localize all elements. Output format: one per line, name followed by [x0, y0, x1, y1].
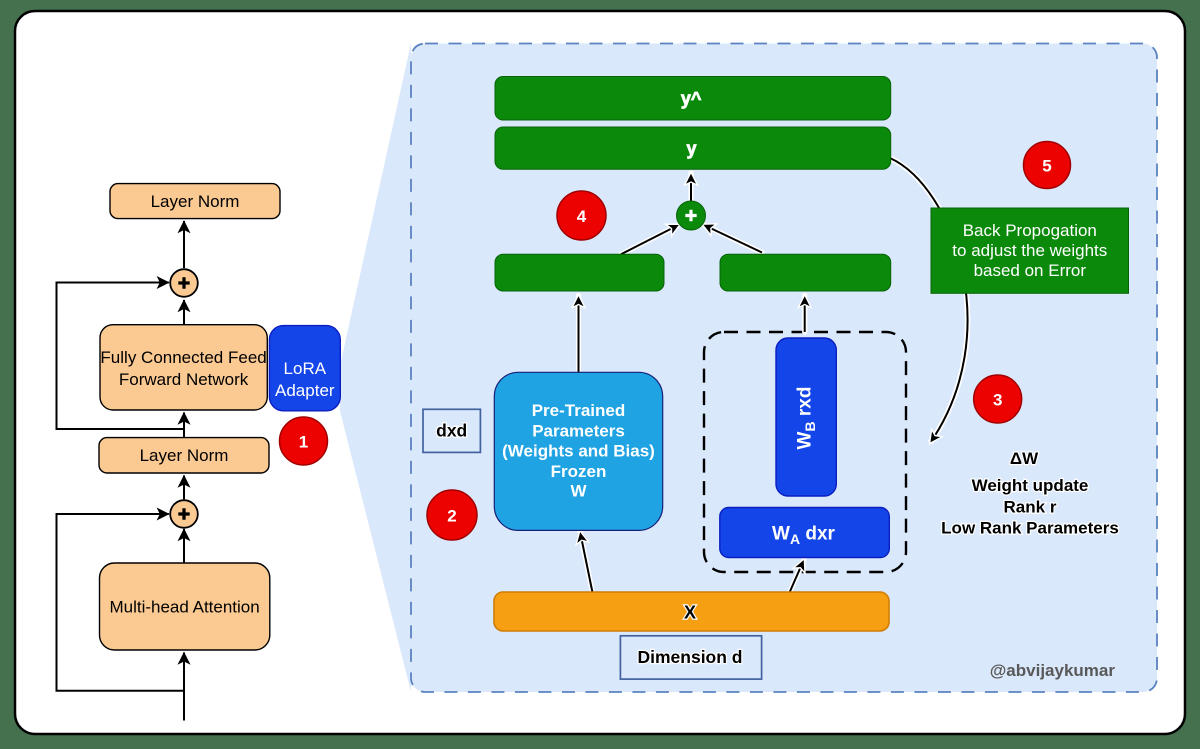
svg-text:Layer Norm: Layer Norm — [140, 446, 229, 465]
svg-text:Parameters: Parameters — [532, 422, 625, 441]
svg-text:Rank r: Rank r — [1004, 498, 1057, 517]
svg-text:@abvijaykumar: @abvijaykumar — [990, 661, 1116, 680]
svg-text:Frozen: Frozen — [551, 462, 607, 481]
svg-text:Weight update: Weight update — [972, 476, 1089, 495]
svg-text:Low Rank Parameters: Low Rank Parameters — [941, 519, 1119, 538]
svg-text:3: 3 — [993, 391, 1002, 410]
svg-text:Dimension d: Dimension d — [637, 647, 742, 667]
svg-text:4: 4 — [577, 207, 587, 226]
svg-text:Layer Norm: Layer Norm — [151, 192, 240, 211]
svg-text:WA dxr: WA dxr — [772, 524, 836, 548]
svg-text:W: W — [570, 482, 587, 501]
svg-text:(Weights and Bias): (Weights and Bias) — [502, 442, 655, 461]
svg-text:Pre-Trained: Pre-Trained — [532, 401, 626, 420]
svg-text:Back Propogation: Back Propogation — [963, 221, 1097, 240]
svg-text:y^: y^ — [681, 89, 702, 109]
svg-text:Multi-head Attention: Multi-head Attention — [109, 598, 259, 617]
svg-text:y: y — [686, 139, 696, 159]
svg-text:Adapter: Adapter — [275, 381, 335, 400]
svg-text:X: X — [684, 603, 696, 623]
svg-text:to adjust the weights: to adjust the weights — [952, 241, 1107, 260]
svg-text:1: 1 — [299, 433, 308, 452]
svg-text:ΔW: ΔW — [1010, 449, 1039, 468]
svg-text:Forward Network: Forward Network — [119, 370, 249, 389]
svg-text:Fully Connected Feed: Fully Connected Feed — [100, 348, 266, 367]
svg-text:dxd: dxd — [436, 421, 467, 441]
svg-text:WB rxd: WB rxd — [795, 387, 819, 450]
svg-text:LoRA: LoRA — [284, 359, 327, 378]
svg-text:based on Error: based on Error — [974, 261, 1087, 280]
svg-text:2: 2 — [447, 507, 456, 526]
svg-text:5: 5 — [1042, 157, 1051, 176]
